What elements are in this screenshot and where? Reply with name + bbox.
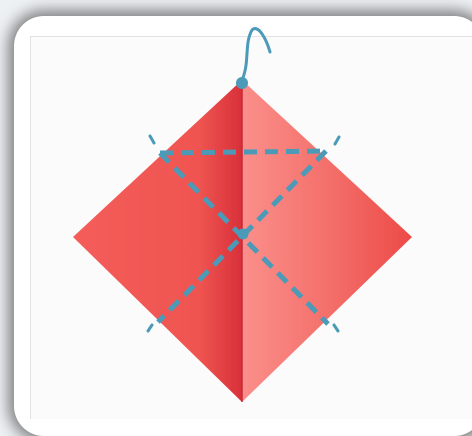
top-point-dot bbox=[236, 77, 248, 89]
diagram-frame bbox=[0, 0, 472, 418]
tick-bottom-left bbox=[148, 325, 152, 331]
paper-left-half bbox=[73, 80, 242, 402]
tick-top-right bbox=[335, 137, 339, 144]
origami-diagram bbox=[0, 0, 472, 418]
paper-right-half bbox=[242, 80, 412, 402]
tick-bottom-right bbox=[334, 325, 338, 331]
pull-thread-icon bbox=[242, 29, 270, 80]
tick-top-left bbox=[150, 136, 154, 143]
center-point-dot bbox=[238, 229, 249, 240]
